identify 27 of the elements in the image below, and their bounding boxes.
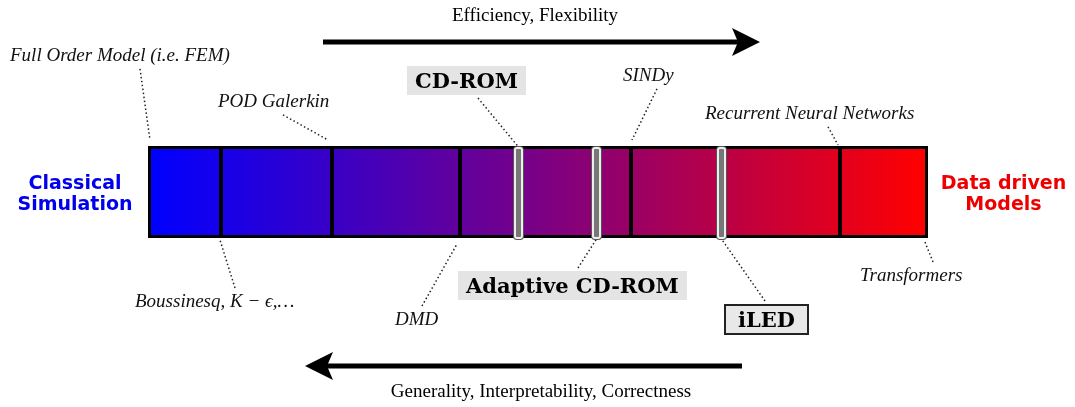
leader-line <box>720 238 766 302</box>
method-label: SINDy <box>623 65 674 86</box>
method-label: Transformers <box>860 265 963 286</box>
axis-caption: Efficiency, Flexibility <box>451 4 619 26</box>
method-label: POD Galerkin <box>218 91 330 112</box>
leader-line <box>827 126 839 146</box>
method-label: DMD <box>395 309 439 330</box>
marker-bar <box>514 147 523 239</box>
marker-bar <box>717 147 726 239</box>
leader-line <box>577 238 598 269</box>
leader-line <box>477 97 520 148</box>
axis-caption: Generality, Interpretability, Correctness <box>390 380 692 402</box>
marker-bar <box>592 147 601 239</box>
highlighted-method-label: iLED <box>724 304 809 336</box>
end-label: Classical Simulation <box>5 172 145 214</box>
leader-line <box>924 241 934 263</box>
method-label: Full Order Model (i.e. FEM) <box>10 45 230 66</box>
highlighted-method-label: CD-ROM <box>407 66 527 96</box>
leader-line <box>282 114 329 141</box>
leader-line <box>421 243 458 307</box>
leader-line <box>631 88 658 141</box>
highlighted-method-label: Adaptive CD-ROM <box>458 271 687 301</box>
leader-line <box>219 239 236 289</box>
leader-line <box>139 68 151 141</box>
method-label: Recurrent Neural Networks <box>705 103 915 124</box>
method-label: Boussinesq, K − ϵ,… <box>135 291 295 312</box>
end-label: Data driven Models <box>932 172 1075 214</box>
